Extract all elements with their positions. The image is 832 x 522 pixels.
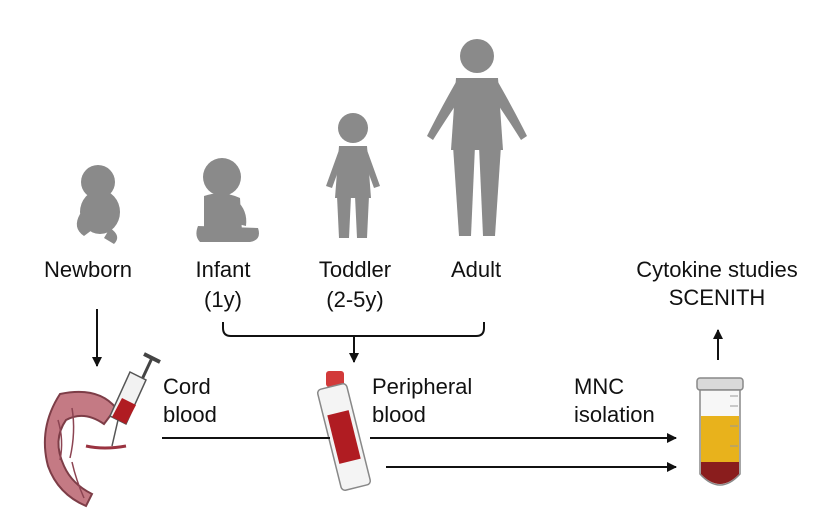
centrifuge-tube-icon bbox=[696, 377, 744, 486]
fetus-icon bbox=[76, 165, 120, 244]
toddler-label: Toddler (2-5y) bbox=[304, 257, 406, 313]
outcome-line2: SCENITH bbox=[668, 285, 766, 310]
peripheral-blood-label: Peripheral blood bbox=[372, 373, 472, 429]
syringe-icon bbox=[109, 352, 161, 447]
outcome-line1: Cytokine studies bbox=[636, 257, 798, 282]
toddler-age: (2-5y) bbox=[326, 287, 384, 312]
toddler-icon bbox=[326, 113, 380, 238]
cord-line1: Cord bbox=[163, 374, 211, 399]
newborn-label: Newborn bbox=[44, 257, 133, 282]
mnc-isolation-label: MNC isolation bbox=[574, 373, 655, 429]
cord-line2: blood bbox=[163, 402, 217, 427]
peripheral-line2: blood bbox=[372, 402, 426, 427]
outcome-label: Cytokine studies SCENITH bbox=[614, 257, 820, 311]
toddler-name: Toddler bbox=[318, 257, 392, 282]
adult-label: Adult bbox=[451, 257, 502, 282]
adult-icon bbox=[427, 39, 527, 236]
infant-age: (1y) bbox=[204, 287, 242, 312]
infant-label: Infant (1y) bbox=[180, 257, 266, 313]
infant-icon bbox=[196, 158, 259, 242]
peripheral-line1: Peripheral bbox=[372, 374, 473, 399]
cord-blood-label: Cord blood bbox=[163, 373, 217, 429]
blood-tube-icon bbox=[316, 371, 372, 491]
infant-name: Infant bbox=[195, 257, 251, 282]
mnc-line1: MNC bbox=[574, 374, 625, 399]
mnc-line2: isolation bbox=[574, 402, 655, 427]
age-group-bracket bbox=[222, 322, 485, 337]
